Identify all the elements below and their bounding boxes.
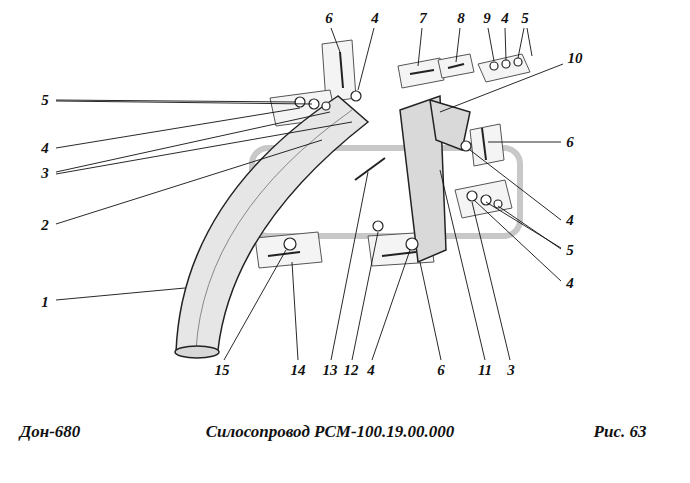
callout-number: 9 — [483, 11, 491, 26]
callout-number: 13 — [323, 363, 338, 378]
figure-caption: Рис. 63 — [594, 423, 647, 440]
callout-number: 3 — [507, 363, 515, 378]
callout-number: 1 — [41, 295, 49, 310]
callout-number: 4 — [41, 141, 49, 156]
figure-caption: Силосопровод РСМ-100.19.00.000 — [206, 423, 455, 440]
callout-number: 5 — [566, 243, 574, 258]
callout-number: 14 — [291, 363, 306, 378]
callout-number: 12 — [344, 363, 359, 378]
callout-number: 7 — [419, 11, 427, 26]
callout-number: 5 — [41, 93, 49, 108]
callout-number: 8 — [457, 11, 465, 26]
callout-number: 6 — [325, 11, 333, 26]
callout-number: 4 — [566, 213, 574, 228]
callout-number: 4 — [501, 11, 509, 26]
callout-number: 6 — [566, 135, 574, 150]
callout-number: 4 — [367, 363, 375, 378]
callout-number: 4 — [566, 276, 574, 291]
callout-number: 5 — [521, 11, 529, 26]
callout-number: 6 — [437, 363, 445, 378]
callout-number: 3 — [41, 166, 49, 181]
callout-number: 4 — [371, 11, 379, 26]
callout-number: 11 — [478, 363, 492, 378]
callout-number: 15 — [215, 363, 230, 378]
callout-number: 2 — [41, 218, 49, 233]
callout-number: 10 — [568, 51, 583, 66]
figure-caption: Дон-680 — [20, 423, 81, 440]
